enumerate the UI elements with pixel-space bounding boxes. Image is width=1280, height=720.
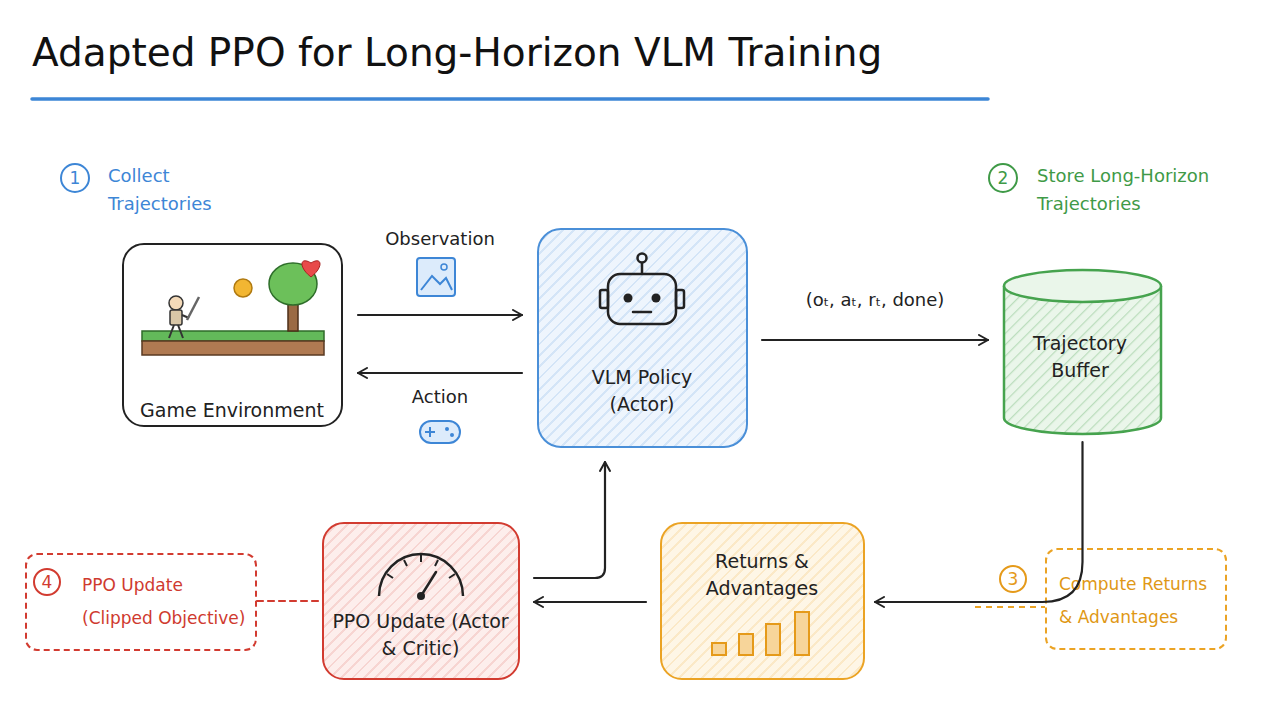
robot-ear [600,290,608,308]
observation-icon [417,258,455,296]
flow-arrow [534,462,605,578]
callout-box: Compute Returns & Advantages [1045,548,1227,650]
robot-icon [600,254,684,325]
flow-arrow [358,372,522,374]
policy-box: VLM Policy (Actor) [537,228,748,448]
environment-box: Game Environment [122,243,343,427]
gamepad-body [420,421,460,443]
flow-arrow [257,600,322,602]
node-text-group: Compute Returns & Advantages [1059,568,1224,634]
bar [766,624,780,655]
robot-head [608,274,676,324]
hero-body [170,310,182,325]
gauge-needle [421,572,436,596]
gauge-arc [379,554,463,596]
hero-leg [169,325,174,338]
node-text-group: PPO Update (Actor & Critic) [331,608,511,662]
robot-eye [652,294,661,303]
node-label: Returns & Advantages [682,548,842,602]
robot-mouth [633,311,651,314]
dirt-strip [142,341,324,355]
gauge-tick [404,560,407,566]
robot-eye [624,294,633,303]
node-text-group: Returns & Advantages [682,548,842,602]
step-label: Store Long-Horizon Trajectories [1037,162,1242,218]
callout-number: 2 [988,163,1018,193]
image-frame [417,258,455,296]
hero-leg [178,325,183,338]
hero-head [169,296,183,310]
robot-antenna-tip [638,254,647,263]
image-mountains [421,276,452,290]
node-label: VLM Policy (Actor) [557,364,727,418]
gamepad-button [445,427,449,431]
game-illustration [142,261,324,355]
process-box: Returns & Advantages [660,522,865,680]
flow-arrow [534,601,646,603]
gauge-tick [420,555,422,562]
bar-chart-icon [712,612,809,655]
tree-trunk [288,300,298,331]
bar [739,634,753,655]
coin [234,279,252,297]
node-text-group: PPO Update (Clipped Objective) [82,569,254,635]
node-label: Trajectory Buffer [1015,330,1145,384]
flow-arrow [358,314,522,316]
tree-canopy [269,263,317,305]
edge-label: (oₜ, aₜ, rₜ, done) [806,288,945,312]
node-label: Game Environment [122,397,343,424]
node-label: Compute Returns & Advantages [1059,568,1224,634]
buffer-cylinder: Trajectory Buffer [1002,268,1163,436]
flow-arrow [762,339,988,341]
edge-label: Action [412,385,468,409]
gamepad-button [450,433,454,437]
step-label: Collect Trajectories [108,162,238,218]
leader-line [975,606,1045,608]
hero-arm [182,315,189,318]
gamepad-dpad [425,431,435,433]
image-sun [441,264,447,270]
node-text-group: Trajectory Buffer [1015,330,1145,384]
robot-antenna [641,262,644,274]
process-box: PPO Update (Actor & Critic) [322,522,520,680]
gauge-hub [417,592,425,600]
flow-arrow [875,442,1083,602]
gauge-tick [435,560,438,566]
bar [795,612,809,655]
node-label: PPO Update (Actor & Critic) [331,608,511,662]
gamepad-dpad [429,427,431,437]
grass-strip [142,331,324,341]
gamepad-icon [420,421,460,443]
node-text-group: VLM Policy (Actor) [557,364,727,418]
gauge-icon [379,554,463,600]
robot-ear [676,290,684,308]
cylinder-top [1004,270,1161,302]
callout-number: 1 [60,163,90,193]
gauge-tick [387,574,393,578]
edge-label: Observation [385,227,495,251]
title-underline [32,97,988,101]
bar [712,643,726,655]
gauge-tick [449,574,455,578]
callout-box: PPO Update (Clipped Objective) [25,553,257,651]
diagram-title: Adapted PPO for Long-Horizon VLM Trainin… [32,28,882,78]
node-label: PPO Update (Clipped Objective) [82,569,254,635]
callout-number: 3 [999,565,1027,593]
heart [302,261,320,277]
callout-number: 4 [33,568,61,596]
cylinder-body [1004,286,1161,434]
node-text-group: Game Environment [122,397,343,424]
hero-sword [187,297,199,320]
